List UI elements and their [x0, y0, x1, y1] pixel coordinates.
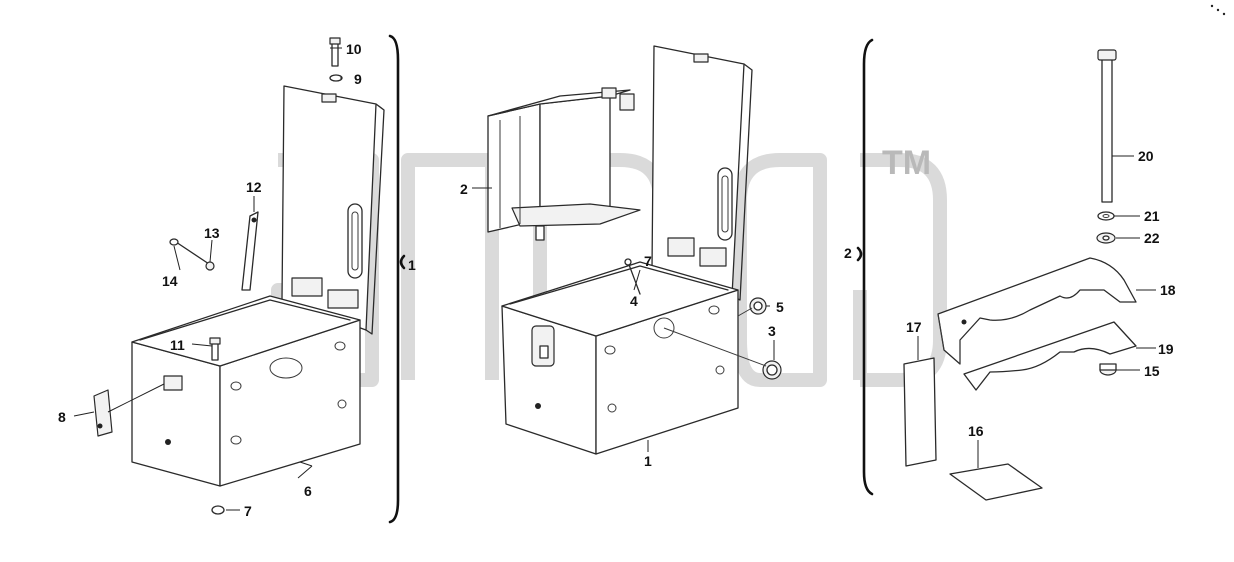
right-group-bracket [862, 38, 874, 496]
callout-9: 9 [354, 71, 362, 87]
bracket-part-18 [937, 257, 1137, 365]
pad-part-16 [949, 463, 1043, 501]
pad-part-17 [903, 357, 937, 467]
latch-part-8 [93, 389, 113, 437]
callout-19: 19 [1158, 341, 1174, 357]
right-brace-tip [856, 246, 863, 262]
middle-leader-lines [472, 187, 775, 452]
callout-7: 7 [244, 503, 252, 519]
callout-1-left: 1 [408, 257, 416, 273]
left-brace-tip [399, 254, 406, 270]
callout-7-middle: 7 [644, 253, 652, 269]
callout-15: 15 [1144, 363, 1160, 379]
callout-11: 11 [170, 337, 185, 353]
callout-12: 12 [246, 179, 262, 195]
callout-5: 5 [776, 299, 784, 315]
middle-battery-box [487, 45, 782, 455]
left-leader-lines [73, 47, 342, 511]
rod-part-20 [1101, 57, 1113, 203]
callout-13: 13 [204, 225, 220, 241]
callout-10: 10 [346, 41, 362, 57]
callout-18: 18 [1160, 282, 1176, 298]
left-box-top [131, 295, 361, 367]
callout-6: 6 [304, 483, 312, 499]
callout-17: 17 [906, 319, 922, 335]
callout-14: 14 [162, 273, 178, 289]
right-holdown-assembly [903, 4, 1226, 501]
watermark-trademark: TM [882, 144, 931, 182]
middle-box-top [501, 261, 739, 337]
callout-21: 21 [1144, 208, 1160, 224]
callout-20: 20 [1138, 148, 1154, 164]
left-battery-box [93, 37, 385, 515]
left-group-bracket [388, 34, 400, 524]
left-box-front [131, 341, 221, 487]
callout-2-middle: 2 [460, 181, 468, 197]
plate-part-19 [963, 321, 1137, 391]
right-callouts: 20 21 22 18 19 15 17 16 2 [844, 148, 1176, 439]
callout-8: 8 [58, 409, 66, 425]
callout-1-middle: 1 [644, 453, 652, 469]
callout-3: 3 [768, 323, 776, 339]
middle-callouts: 2 5 3 7 4 1 [460, 181, 784, 469]
callout-22: 22 [1144, 230, 1160, 246]
callout-16: 16 [968, 423, 984, 439]
right-leader-lines [917, 155, 1156, 468]
callout-4: 4 [630, 293, 638, 309]
callout-2-right: 2 [844, 245, 852, 261]
left-callouts: 10 9 12 13 14 11 8 6 7 1 [58, 41, 416, 519]
